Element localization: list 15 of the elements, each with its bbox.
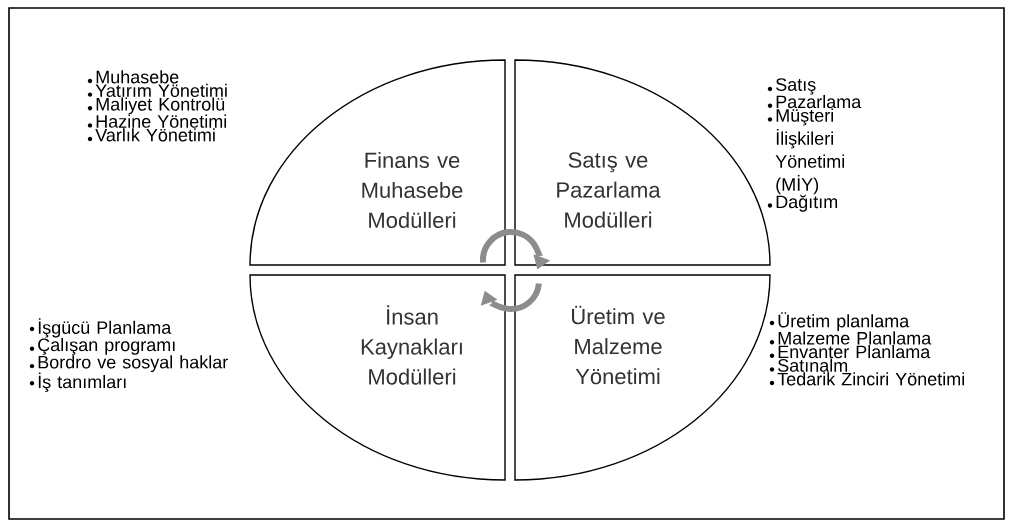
bullet-item: Malzeme Planlama (769, 331, 932, 345)
bullet-item: Bordro ve sosyal haklar (29, 355, 228, 373)
bullet-item: Varlık Yönetimi (87, 128, 215, 142)
bullet-item: Muhasebe (87, 70, 179, 84)
bullet-item: Maliyet Kontrolü (87, 97, 225, 115)
bullet-item: İşgücü Planlama (29, 318, 172, 338)
bullet-item: Tedarik Zinciri Yönetimi (769, 372, 964, 386)
bullet-item: Satınalm (769, 358, 848, 372)
bullet-item: Çalışan programı (29, 338, 175, 355)
bullet-item: Envanter Planlama (769, 345, 931, 359)
curved-arrow (480, 282, 542, 312)
bullet-item: Yatırım Yönetimi (87, 83, 227, 97)
bullet-item: Üretim planlama (769, 312, 910, 331)
bullet-item: Hazine Yönetimi (87, 114, 227, 128)
bullet-item: İş tanımları (29, 372, 126, 392)
